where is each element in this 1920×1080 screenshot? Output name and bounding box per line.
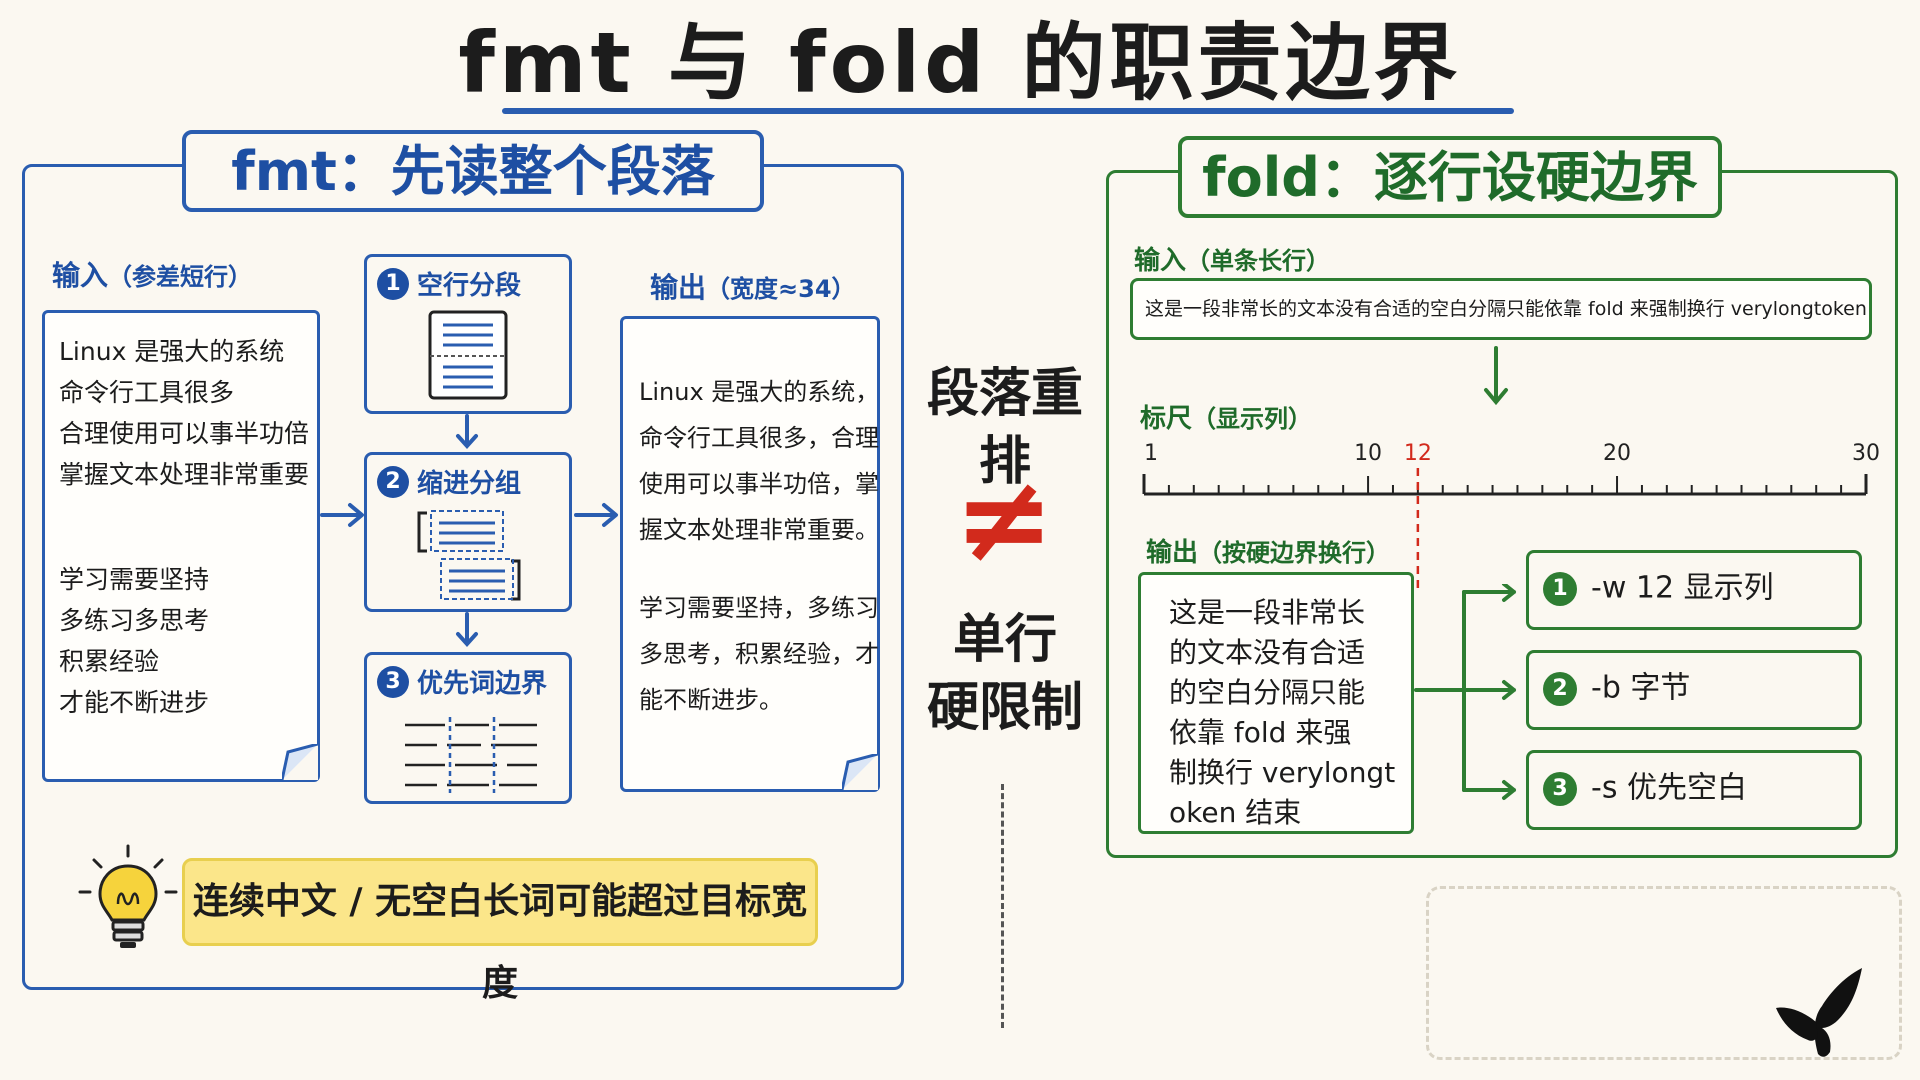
indent-group-icon [417,510,521,601]
text-line: Linux 是强大的系统 [59,337,285,366]
arrow-right-icon [320,503,364,527]
option-label: -b 字节 [1591,670,1691,706]
fold-input-label: 输入（单条长行） [1134,246,1331,276]
text-line: 积累经验 [59,647,160,676]
ruler-tick-label: 30 [1852,441,1880,466]
mid-label-line: 单行 [952,610,1057,670]
arrow-right-icon [574,503,618,527]
text-line: 使用可以事半功倍，掌 [639,470,879,498]
arrow-down-icon [456,414,478,449]
paragraph-split-icon [428,310,508,400]
ruler-tick-label: 20 [1603,441,1631,466]
text-line: 的空白分隔只能 [1169,676,1366,709]
fmt-step-3: 3 优先词边界 [364,652,572,804]
arrow-down-icon [1484,346,1508,406]
mid-label-top: 段落重排 [904,360,1106,496]
title-underline [502,108,1514,114]
page-fold-icon [842,754,878,790]
fold-header: fold：逐行设硬边界 [1178,136,1722,218]
fmt-output-paragraph-1: Linux 是强大的系统， 命令行工具很多，合理使用可以事半功倍，掌握文本处理非常… [639,369,880,553]
arrow-down-icon [456,612,478,647]
fold-option-b: 2 -b 字节 [1526,650,1862,730]
divider-dashed-line [1001,784,1004,1028]
text-line: 握文本处理非常重要。 [639,516,879,544]
option-number-badge: 2 [1543,671,1577,706]
fold-option-w: 1 -w 12 显示列 [1526,550,1862,630]
option-number-badge: 1 [1543,571,1577,606]
fmt-step-1: 1 空行分段 [364,254,572,414]
empty-placeholder-box [1426,886,1902,1060]
step-label: 缩进分组 [417,469,522,499]
fmt-output-paragraph-2: 学习需要坚持，多练习多思考，积累经验，才能不断进步。 [639,585,879,723]
mid-label-line: 硬限制 [926,678,1083,738]
text-line: 依靠 fold 来强 [1169,716,1352,749]
text-line: 合理使用可以事半功倍 [59,419,310,448]
fmt-output-label: 输出（宽度≈34） [650,271,856,304]
text-line: 多思考，积累经验，才 [639,640,879,668]
ruler-tick-label: 1 [1144,441,1158,466]
fmt-input-label: 输入（参差短行） [52,259,253,292]
butterfly-logo-icon [1776,968,1862,1057]
fmt-input-paper: Linux 是强大的系统命令行工具很多合理使用可以事半功倍掌握文本处理非常重要 … [42,310,320,782]
mid-label-bottom: 单行硬限制 [904,606,1106,742]
fmt-header: fmt：先读整个段落 [182,130,764,212]
text-line: 这是一段非常长 [1169,596,1366,629]
text-line: 能不断进步。 [639,686,783,714]
branch-arrows-icon [1414,584,1516,800]
option-label: -s 优先空白 [1591,770,1747,806]
text-line: 才能不断进步 [59,688,210,717]
text-line: 命令行工具很多，合理 [639,424,879,452]
fold-output-label: 输出（按硬边界换行） [1146,538,1391,568]
ruler-tick-label: 10 [1354,441,1382,466]
text-line: 掌握文本处理非常重要 [59,460,310,489]
step-number-badge: 2 [377,465,409,498]
ruler-label: 标尺（显示列） [1140,404,1313,434]
step-number-badge: 1 [377,267,409,300]
fold-option-s: 3 -s 优先空白 [1526,750,1862,830]
step-label: 空行分段 [417,271,522,301]
text-line: 学习需要坚持，多练习 [639,594,879,622]
page-fold-icon [282,744,318,780]
tip-callout: 连续中文 / 无空白长词可能超过目标宽度 [182,858,818,1004]
fold-output-box: 这是一段非常长的文本没有合适的空白分隔只能依靠 fold 来强制换行 veryl… [1138,572,1414,834]
text-line: 的文本没有合适 [1169,636,1366,669]
step-label: 优先词边界 [417,669,548,699]
word-boundary-icon [405,717,537,793]
fold-input-line: 这是一段非常长的文本没有合适的空白分隔只能依靠 fold 来强制换行 veryl… [1130,278,1872,340]
fmt-output-paper: Linux 是强大的系统， 命令行工具很多，合理使用可以事半功倍，掌握文本处理非常… [620,316,880,792]
not-equal-symbol: ≠ [953,450,1055,589]
text-line: 命令行工具很多 [59,378,235,407]
mid-label-line: 段落重排 [926,364,1083,492]
option-label: -w 12 显示列 [1591,570,1774,606]
text-line: 制换行 verylongt [1169,756,1396,789]
fmt-input-paragraph-1: Linux 是强大的系统命令行工具很多合理使用可以事半功倍掌握文本处理非常重要 [59,331,317,495]
step-number-badge: 3 [377,665,409,698]
text-line: Linux 是强大的系统， [639,378,880,406]
page-title: fmt 与 fold 的职责边界 [458,14,1462,112]
lightbulb-icon [78,844,178,948]
fmt-input-paragraph-2: 学习需要坚持多练习多思考积累经验才能不断进步 [59,559,317,723]
fmt-step-2: 2 缩进分组 [364,452,572,612]
text-line: oken 结束 [1169,796,1302,829]
column-ruler: 1 10 12 20 30 [1142,441,1880,592]
text-line: 学习需要坚持 [59,565,210,594]
option-number-badge: 3 [1543,771,1577,806]
ruler-tick-label: 12 [1404,441,1432,466]
text-line: 多练习多思考 [59,606,210,635]
